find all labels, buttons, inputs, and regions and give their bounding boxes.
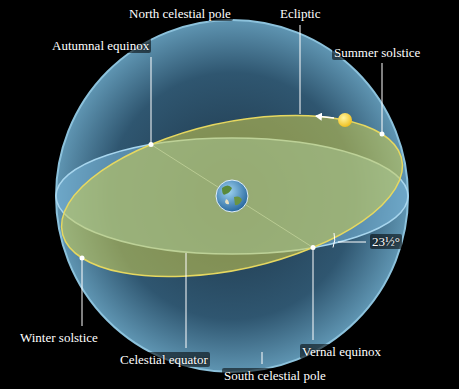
sun-motion-arrow bbox=[316, 116, 334, 118]
leader-lines bbox=[82, 25, 382, 364]
equator-label: Celestial equator bbox=[118, 352, 210, 367]
solstice-label: Summer solstice bbox=[332, 45, 422, 60]
equinox-label: Autumnal equinox bbox=[50, 38, 151, 53]
point-dots bbox=[80, 132, 385, 261]
pole-label: South celestial pole bbox=[222, 368, 328, 383]
pole-label: North celestial pole bbox=[127, 6, 233, 21]
earth bbox=[216, 180, 248, 212]
angle-arc bbox=[333, 233, 335, 248]
equinox-line bbox=[151, 145, 313, 248]
ecliptic-plane-group bbox=[1, 83, 459, 310]
ecliptic-label: Ecliptic bbox=[278, 6, 322, 21]
ecliptic-plane bbox=[1, 83, 459, 310]
solstice-label: Winter solstice bbox=[18, 330, 100, 345]
angle-label: 23½° bbox=[370, 234, 402, 249]
sun bbox=[338, 113, 352, 127]
equinox-label: Vernal equinox bbox=[300, 344, 383, 359]
